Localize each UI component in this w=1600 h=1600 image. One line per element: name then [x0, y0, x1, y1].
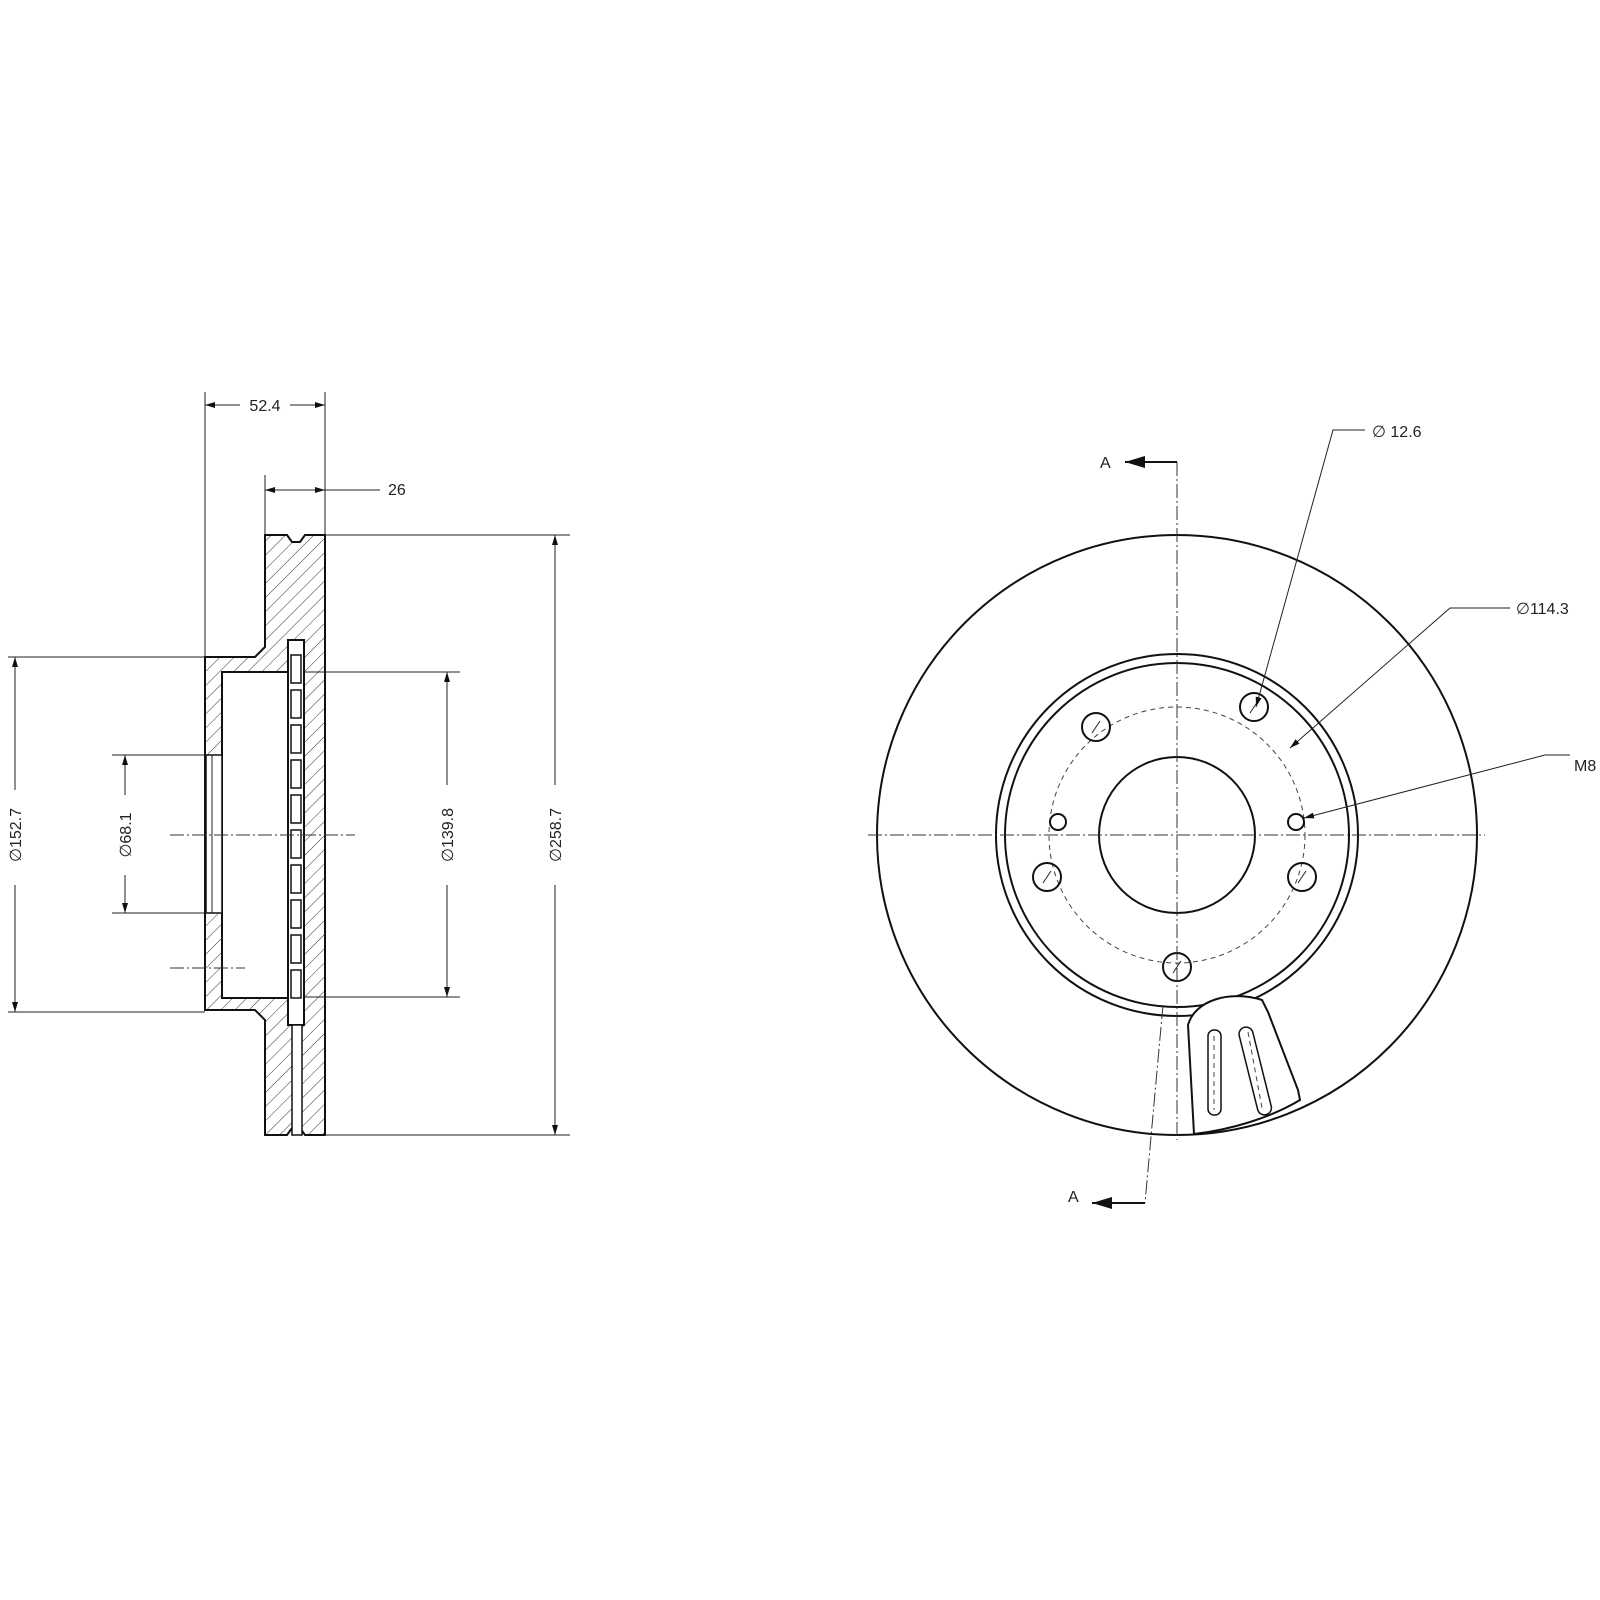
dim-thickness: 26	[388, 482, 406, 499]
threaded-hole	[1287, 813, 1305, 831]
dim-dia-152: ∅152.7	[8, 808, 25, 862]
bolt-hole	[1032, 862, 1062, 892]
hub-face-strip	[205, 754, 223, 914]
dia-symbol: ∅	[1372, 424, 1386, 441]
cutaway-region	[1186, 995, 1302, 1136]
dim-width-overall: 52.4	[249, 398, 280, 415]
section-marker-bottom: A	[1068, 1189, 1145, 1209]
side-section-view: 52.4 26 ∅152.7 ∅68.1 ∅139.8 ∅258.7	[8, 392, 570, 1136]
dim-dia-68-value: 68.1	[118, 812, 135, 843]
bolt-hole	[1287, 862, 1317, 892]
bolt-hole	[1239, 692, 1269, 722]
section-label-top: A	[1100, 455, 1111, 472]
dim-dia-258: ∅258.7	[548, 808, 565, 862]
dim-dia-152-value: 152.7	[8, 808, 25, 848]
dim-dia-68: ∅68.1	[118, 812, 135, 857]
callout-pcd-value: 114.3	[1530, 601, 1569, 618]
bolt-hole	[1081, 712, 1111, 742]
dia-symbol: ∅	[1516, 601, 1530, 618]
threaded-hole	[1049, 813, 1067, 831]
dia-symbol: ∅	[440, 848, 457, 862]
section-label-bottom: A	[1068, 1189, 1079, 1206]
front-view: A A ∅ 12.6 ∅114.3 M8	[868, 424, 1596, 1209]
callout-hole-dia: ∅ 12.6	[1372, 424, 1422, 441]
dia-symbol: ∅	[548, 848, 565, 862]
callout-hole-dia-value: 12.6	[1390, 424, 1421, 441]
dim-dia-139: ∅139.8	[440, 808, 457, 862]
dia-symbol: ∅	[8, 848, 25, 862]
vent-slots	[290, 654, 302, 999]
callout-thread: M8	[1574, 758, 1596, 775]
lower-gap	[291, 1024, 303, 1136]
section-marker-top: A	[1100, 455, 1177, 472]
callout-pcd: ∅114.3	[1516, 601, 1569, 618]
bolt-holes	[1032, 692, 1317, 982]
dim-dia-258-value: 258.7	[548, 808, 565, 848]
dia-symbol: ∅	[118, 844, 135, 858]
dim-dia-139-value: 139.8	[440, 808, 457, 848]
